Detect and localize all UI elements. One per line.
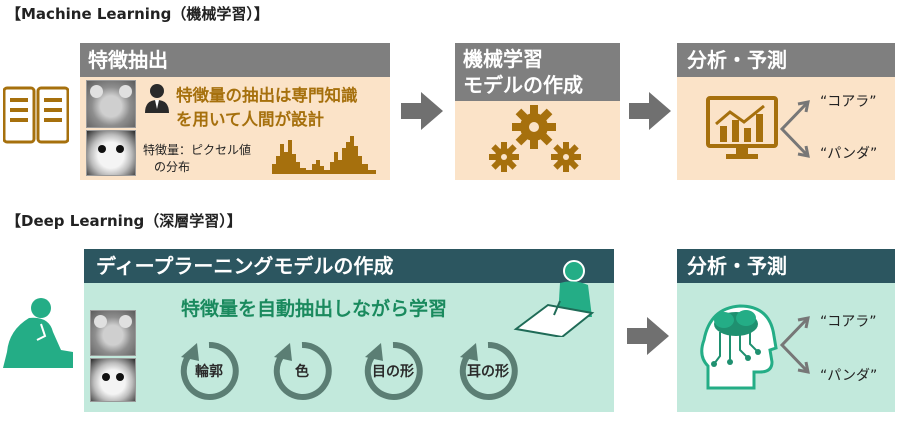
flow-arrow-icon xyxy=(629,92,671,130)
branch-arrows-icon xyxy=(778,98,820,160)
ml-model-creation-header: 機械学習 モデルの作成 xyxy=(455,43,620,101)
dl-output-panda: “パンダ” xyxy=(820,368,878,384)
flow-arrow-icon xyxy=(401,92,443,130)
ml-model-creation-title-line2: モデルの作成 xyxy=(463,73,583,97)
koala-photo xyxy=(86,80,136,128)
person-at-desk-icon xyxy=(512,257,596,339)
ml-output-panda: “パンダ” xyxy=(820,146,878,162)
feature-cycle-eye-shape: 目の形 xyxy=(361,339,425,403)
panda-photo xyxy=(86,130,136,176)
thinking-person-icon xyxy=(1,296,75,370)
flow-arrow-icon xyxy=(627,317,669,355)
dl-model-creation-header: ディープラーニングモデルの作成 xyxy=(84,249,614,283)
dl-subtitle: 特徴量を自動抽出しながら学習 xyxy=(181,298,448,320)
feature-cycle-ear-shape: 耳の形 xyxy=(456,339,520,403)
ml-feature-definition: 特徴量：ピクセル値 の分布 xyxy=(143,142,251,176)
ml-prediction-header: 分析・予測 xyxy=(677,43,895,77)
ml-feature-extraction-header: 特徴抽出 xyxy=(80,43,390,77)
ml-feature-description-line1: 特徴量の抽出は専門知識 xyxy=(176,86,358,105)
person-icon xyxy=(143,82,171,114)
cycle-arrow-icon xyxy=(273,341,332,400)
ml-feature-definition-line2: の分布 xyxy=(154,160,191,174)
feature-cycle-color: 色 xyxy=(270,339,334,403)
monitor-chart-icon xyxy=(706,96,778,162)
feature-cycle-label: 輪郭 xyxy=(195,364,223,380)
feature-cycle-label: 目の形 xyxy=(372,364,414,380)
koala-photo xyxy=(90,310,136,356)
ml-section-title: 【Machine Learning（機械学習）】 xyxy=(6,5,269,23)
pixel-histogram-icon xyxy=(272,134,382,174)
ml-feature-description-line2: を用いて人間が設計 xyxy=(176,110,325,129)
ml-output-koala: “コアラ” xyxy=(820,94,877,110)
feature-cycle-label: 耳の形 xyxy=(467,364,509,380)
cycle-arrow-icon xyxy=(364,341,423,400)
cycle-arrow-icon xyxy=(459,341,518,400)
feature-cycle-outline: 輪郭 xyxy=(177,339,241,403)
ai-head-icon xyxy=(700,300,780,392)
panda-photo xyxy=(90,358,136,402)
feature-cycle-label: 色 xyxy=(295,364,309,380)
cycle-arrow-icon xyxy=(180,341,239,400)
ml-prediction-panel xyxy=(677,77,895,180)
gears-icon xyxy=(484,103,590,177)
branch-arrows-icon xyxy=(778,314,820,376)
dl-output-koala: “コアラ” xyxy=(820,314,877,330)
ml-feature-description: 特徴量の抽出は専門知識 を用いて人間が設計 xyxy=(176,84,358,132)
dl-prediction-header: 分析・予測 xyxy=(677,249,895,283)
dl-model-creation-panel xyxy=(84,283,614,412)
dl-section-title: 【Deep Learning（深層学習）】 xyxy=(6,212,242,230)
book-icon xyxy=(2,86,70,144)
ml-feature-definition-line1: 特徴量：ピクセル値 xyxy=(143,143,252,157)
ml-model-creation-title-line1: 機械学習 xyxy=(463,47,543,71)
